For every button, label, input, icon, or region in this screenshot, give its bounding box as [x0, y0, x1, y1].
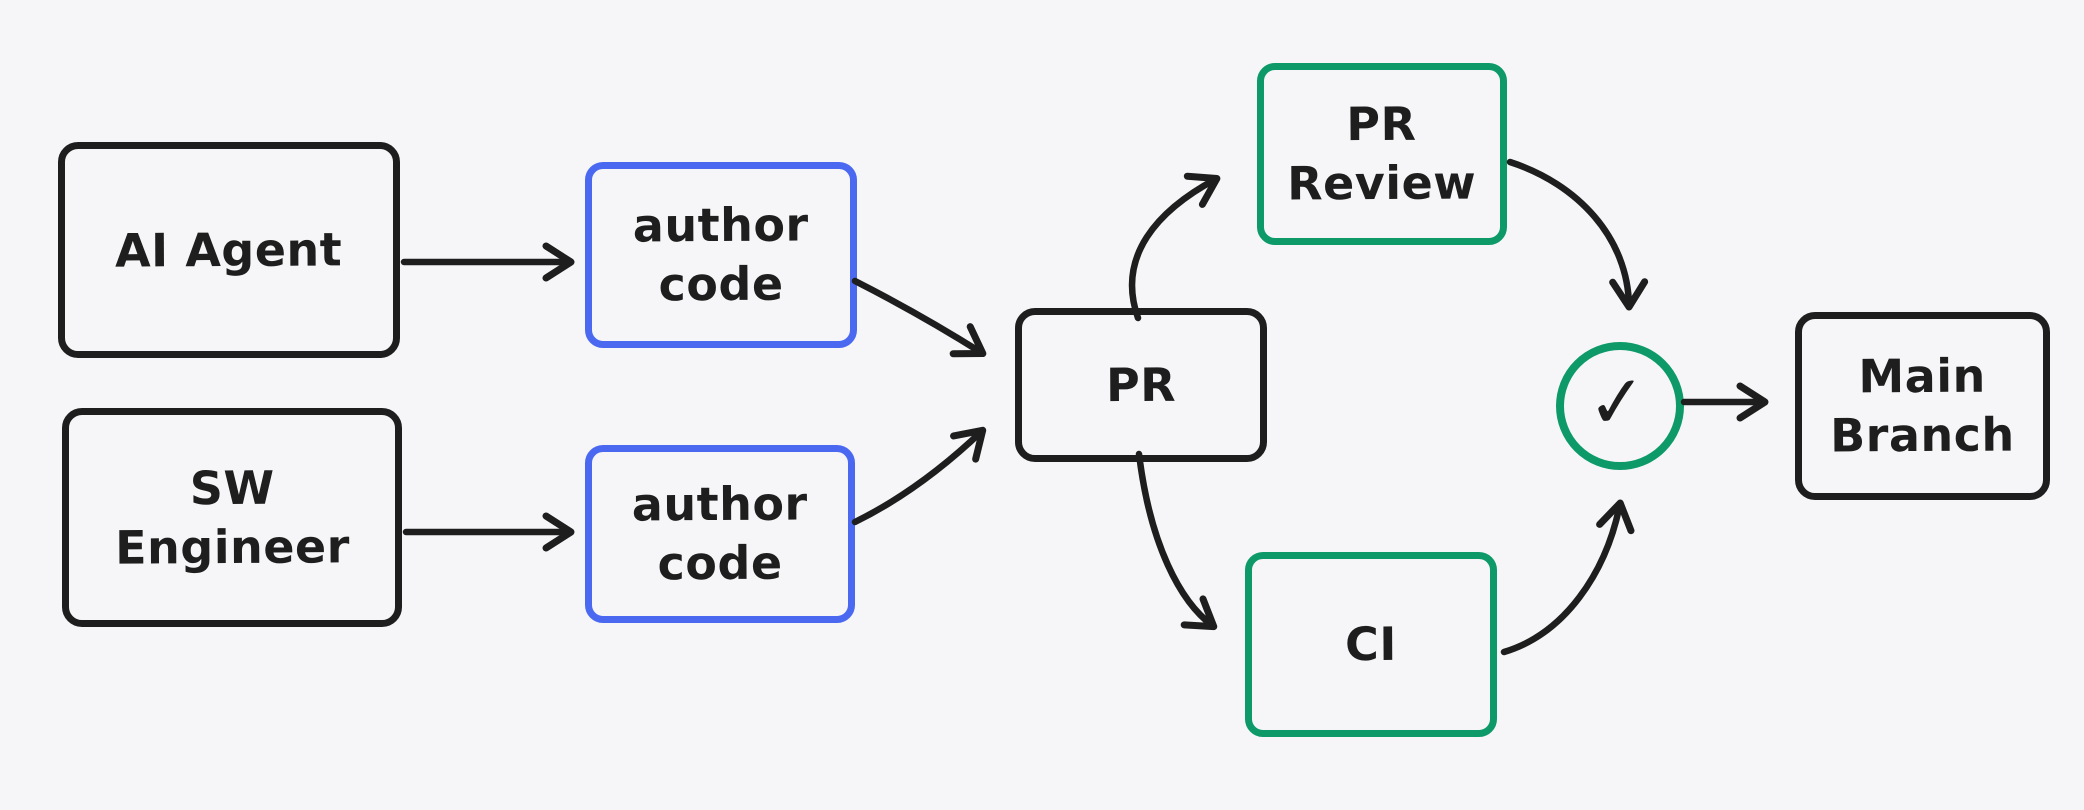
node-ai-agent: AI Agent — [58, 142, 400, 358]
arrow-author-code-bottom-to-pr — [851, 426, 987, 526]
node-label: PR Review — [1287, 96, 1477, 211]
arrow-pr-review-to-check — [1506, 158, 1649, 311]
node-label: CI — [1344, 616, 1398, 672]
node-approval-check-circle: ✓ — [1556, 342, 1684, 470]
arrow-pr-to-pr-review — [1128, 172, 1221, 322]
node-pr: PR — [1015, 308, 1267, 462]
node-label: PR — [1105, 357, 1177, 412]
node-author-code-top: author code — [585, 162, 857, 348]
checkmark-icon: ✓ — [1583, 357, 1651, 447]
node-pr-review: PR Review — [1257, 63, 1507, 245]
node-label: author code — [631, 476, 808, 591]
arrow-ci-to-check — [1500, 499, 1635, 656]
node-author-code-bottom: author code — [585, 445, 855, 623]
node-ci: CI — [1245, 552, 1497, 737]
node-label: SW Engineer — [114, 460, 350, 575]
node-label: author code — [632, 197, 809, 312]
arrow-pr-to-ci — [1135, 450, 1218, 631]
node-main-branch: Main Branch — [1795, 312, 2050, 500]
node-sw-engineer: SW Engineer — [62, 408, 402, 627]
node-label: Main Branch — [1830, 348, 2016, 463]
node-label: AI Agent — [115, 221, 343, 278]
arrow-author-code-top-to-pr — [851, 277, 987, 358]
